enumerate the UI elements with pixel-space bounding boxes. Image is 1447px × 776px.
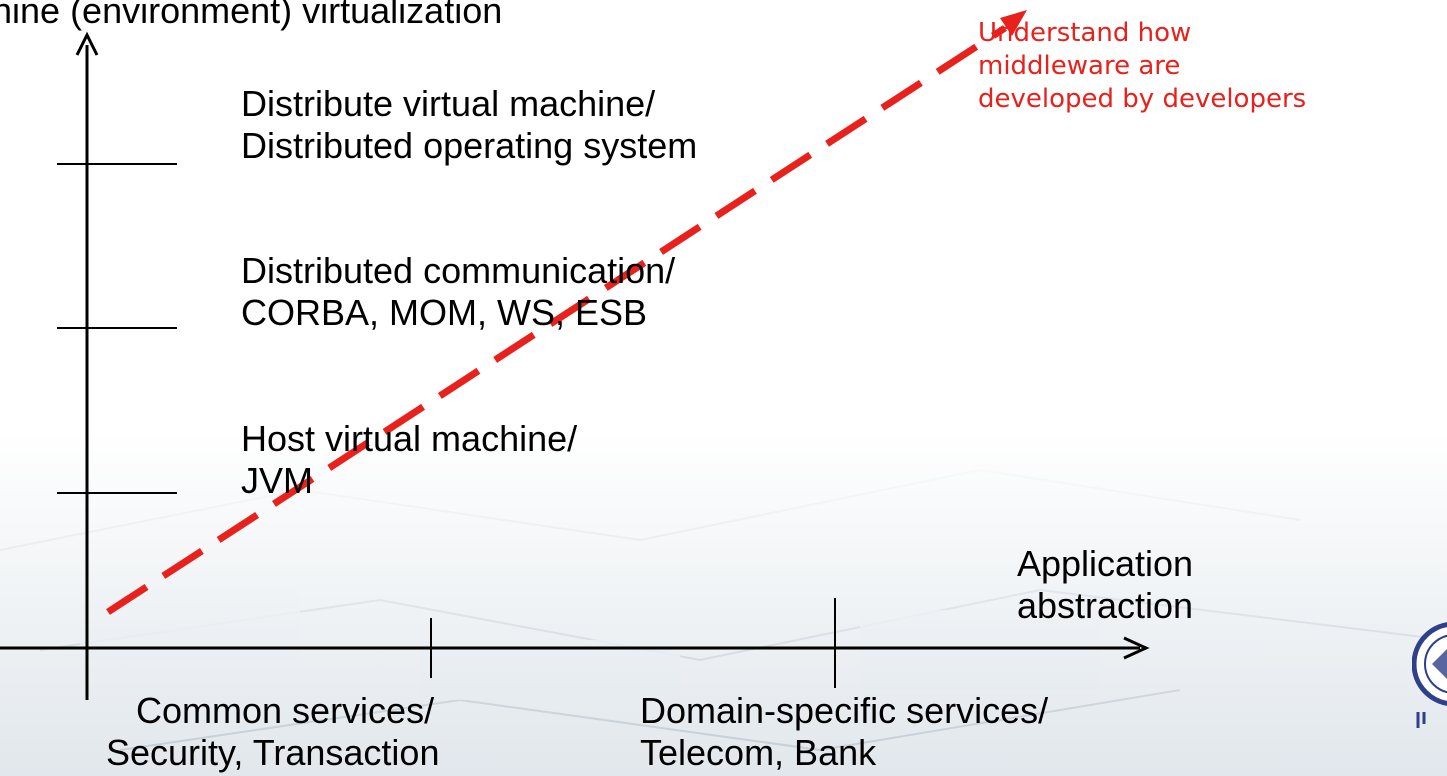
trend-arrow bbox=[106, 25, 1007, 615]
annotation-line-3: developed by developers bbox=[978, 84, 1307, 114]
x-level-1-line-2: Security, Transaction bbox=[106, 732, 440, 773]
x-level-1-line-1: Common services/ bbox=[136, 690, 435, 731]
y-level-3-label: Distribute virtual machine/ Distributed … bbox=[241, 83, 697, 167]
y-level-2-line-2: CORBA, MOM, WS, ESB bbox=[241, 292, 648, 333]
x-axis-arrowhead bbox=[1123, 636, 1150, 660]
x-axis-label-line-2: abstraction bbox=[1016, 585, 1194, 626]
background-texture bbox=[0, 430, 1447, 776]
x-axis-label-line-1: Application bbox=[1016, 543, 1194, 584]
x-axis-label: Application abstraction bbox=[991, 543, 1219, 627]
y-level-1-label: Host virtual machine/ JVM bbox=[241, 418, 577, 502]
y-level-3-line-2: Distributed operating system bbox=[241, 125, 698, 166]
y-level-1-line-1: Host virtual machine/ bbox=[241, 418, 578, 459]
y-axis-arrowhead bbox=[75, 31, 99, 56]
trend-arrowhead bbox=[1000, 10, 1027, 36]
x-level-2-line-1: Domain-specific services/ bbox=[640, 690, 1049, 731]
x-level-2-line-2: Telecom, Bank bbox=[640, 732, 877, 773]
university-seal-icon bbox=[1412, 622, 1447, 728]
x-level-2-label: Domain-specific services/ Telecom, Bank bbox=[640, 690, 1048, 774]
y-level-1-line-2: JVM bbox=[241, 460, 313, 501]
annotation-line-1: Understand how bbox=[978, 18, 1192, 48]
annotation-text: Understand how middleware are developed … bbox=[978, 17, 1306, 116]
y-level-2-label: Distributed communication/ CORBA, MOM, W… bbox=[241, 250, 675, 334]
y-level-3-line-1: Distribute virtual machine/ bbox=[241, 83, 656, 124]
y-axis-label: hine (environment) virtualization bbox=[0, 0, 503, 31]
annotation-line-2: middleware are bbox=[978, 51, 1181, 81]
x-level-1-label: Common services/ Security, Transaction bbox=[106, 690, 439, 774]
y-level-2-line-1: Distributed communication/ bbox=[241, 250, 676, 291]
